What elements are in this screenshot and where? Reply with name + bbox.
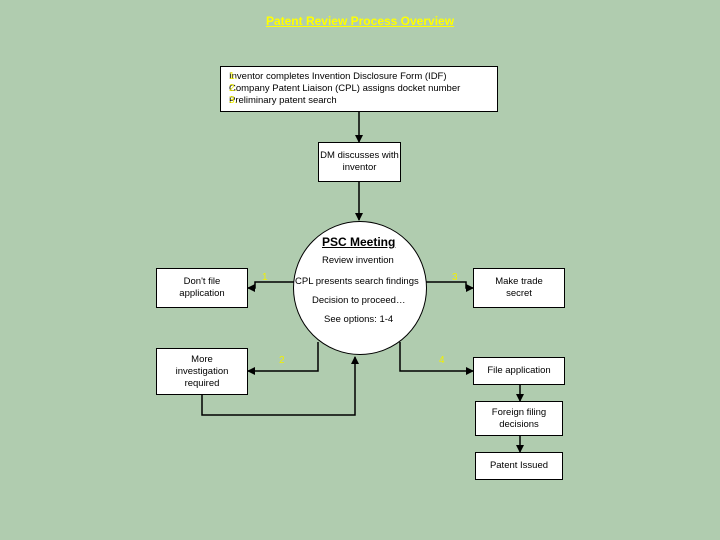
option-1-number: 1	[262, 272, 268, 283]
patent-issued-box: Patent Issued	[475, 452, 563, 480]
psc-decision-text: Decision to proceed…	[312, 295, 406, 306]
dont-file-box: Don't file application	[156, 268, 248, 308]
initial-steps-box: 1.Inventor completes Invention Disclosur…	[220, 66, 498, 112]
dm-discusses-box: DM discusses with inventor	[318, 142, 401, 182]
step-item: 2.Company Patent Liaison (CPL) assigns d…	[229, 83, 461, 94]
arrow-loop-back-to-psc	[201, 356, 359, 416]
psc-options-text: See options: 1-4	[324, 314, 394, 325]
option-4-number: 4	[439, 355, 445, 366]
arrow-to-file-application	[399, 342, 474, 375]
psc-search-findings-text: CPL presents search findings	[295, 276, 419, 287]
psc-meeting-circle	[293, 221, 427, 355]
psc-meeting-heading: PSC Meeting	[322, 235, 396, 249]
psc-review-text: Review invention	[322, 255, 394, 266]
option-2-number: 2	[279, 355, 285, 366]
step-item: 3.Preliminary patent search	[229, 95, 337, 106]
file-application-box: File application	[473, 357, 565, 385]
arrow-to-trade-secret	[420, 281, 474, 292]
step-item: 1.Inventor completes Invention Disclosur…	[229, 71, 447, 82]
more-investigation-box: More investigation required	[156, 348, 248, 395]
arrow-to-more-investigation	[247, 342, 319, 375]
diagram-title: Patent Review Process Overview	[265, 14, 455, 28]
arrow-to-dont-file	[247, 281, 300, 292]
foreign-filing-box: Foreign filing decisions	[475, 401, 563, 436]
option-3-number: 3	[452, 272, 458, 283]
trade-secret-box: Make trade secret	[473, 268, 565, 308]
